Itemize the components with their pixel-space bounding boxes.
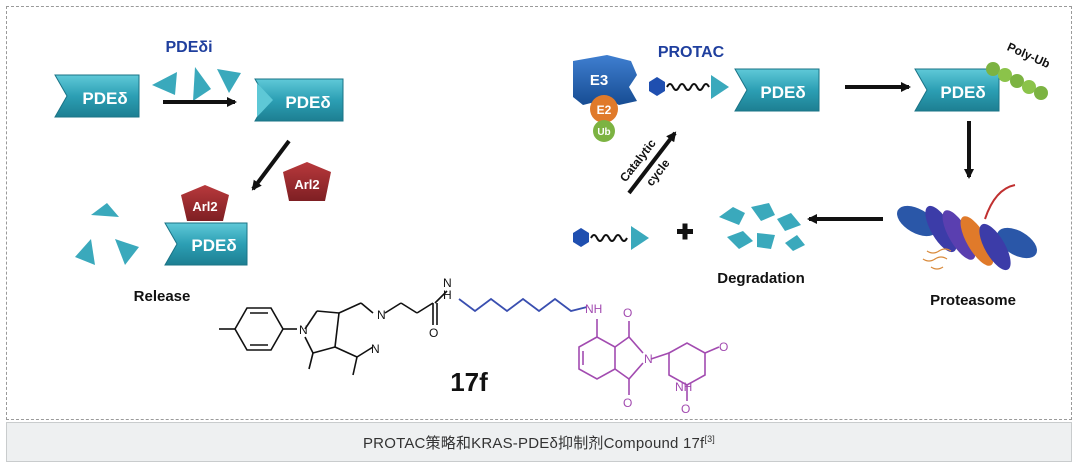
pde-protein-1: PDEδ: [54, 74, 140, 118]
proteasome-label: Proteasome: [930, 292, 1016, 309]
e3-ligase: E3: [573, 55, 637, 105]
e2-label: E2: [597, 103, 612, 117]
atom-o-glut-2: O: [681, 402, 690, 416]
polyub-label: Poly-Ub: [1005, 40, 1052, 71]
protac-molecule: [649, 75, 729, 99]
figure-caption: PROTAC策略和KRAS-PDEδ抑制剂Compound 17f[3]: [363, 432, 715, 453]
inhibitor-molecules: [152, 67, 241, 101]
atom-o-imide-1: O: [623, 306, 632, 320]
arrow-catalytic-cycle: [627, 131, 677, 195]
pde-protein-2: PDEδ: [254, 78, 344, 122]
proteasome: [897, 184, 1037, 271]
pde-label-target: PDEδ: [760, 83, 805, 102]
degradation-label: Degradation: [717, 270, 805, 287]
caption-text: PROTAC策略和KRAS-PDEδ抑制剂Compound 17f: [362, 434, 705, 452]
pde-polyub: PDEδ: [914, 62, 1048, 112]
e2-enzyme: E2: [590, 95, 618, 123]
arl2-label-free: Arl2: [294, 177, 319, 192]
released-inhibitors: [75, 203, 139, 265]
caption-bar: PROTAC策略和KRAS-PDEδ抑制剂Compound 17f[3]: [6, 422, 1072, 462]
chemical-structure: [219, 290, 448, 376]
atom-nh-glut: NH: [675, 380, 692, 394]
protac-label: PROTAC: [658, 44, 725, 61]
pde-label-polyub: PDEδ: [940, 83, 985, 102]
compound-label: 17f: [450, 367, 488, 397]
atom-o-imide-2: O: [623, 396, 632, 410]
pde-label-3: PDEδ: [191, 236, 236, 255]
ub-label: Ub: [597, 127, 610, 138]
pde-label-1: PDEδ: [82, 89, 127, 108]
pathway-diagram: PDEδ PDEδi PDEδ Arl2 Arl2 PDEδ Release E: [54, 39, 1052, 416]
caption-reference: [3]: [704, 433, 716, 444]
plus-sign: [677, 223, 693, 240]
release-label: Release: [134, 288, 191, 305]
atom-h-amide: H: [443, 288, 452, 302]
atom-n-amide: N: [443, 276, 452, 290]
pde-label-2: PDEδ: [285, 93, 330, 112]
thalidomide-moiety: [578, 319, 720, 401]
protac-recycled: [573, 226, 649, 250]
linker-chain: [458, 297, 588, 313]
inhibitor-label: PDEδi: [165, 39, 212, 56]
atom-nh-aniline: NH: [585, 302, 602, 316]
cycle-label: cycle: [643, 156, 673, 189]
e3-label: E3: [590, 72, 608, 89]
ubiquitin: Ub: [593, 120, 615, 142]
atom-o-amide: O: [429, 326, 438, 340]
pde-arl2-complex: Arl2 PDEδ: [164, 185, 248, 266]
atom-n-2: N: [377, 308, 386, 322]
arl2-label-bound: Arl2: [192, 199, 217, 214]
atom-n-3: N: [371, 342, 380, 356]
atom-o-glut-1: O: [719, 340, 728, 354]
figure-frame: PDEδ PDEδi PDEδ Arl2 Arl2 PDEδ Release E: [6, 6, 1072, 420]
arrow-release: [251, 139, 291, 191]
degradation-fragments: [719, 203, 805, 251]
arl2-free: Arl2: [283, 162, 331, 201]
atom-n-1: N: [299, 323, 308, 337]
pde-protein-target: PDEδ: [734, 68, 820, 112]
atom-n-imide: N: [644, 352, 653, 366]
